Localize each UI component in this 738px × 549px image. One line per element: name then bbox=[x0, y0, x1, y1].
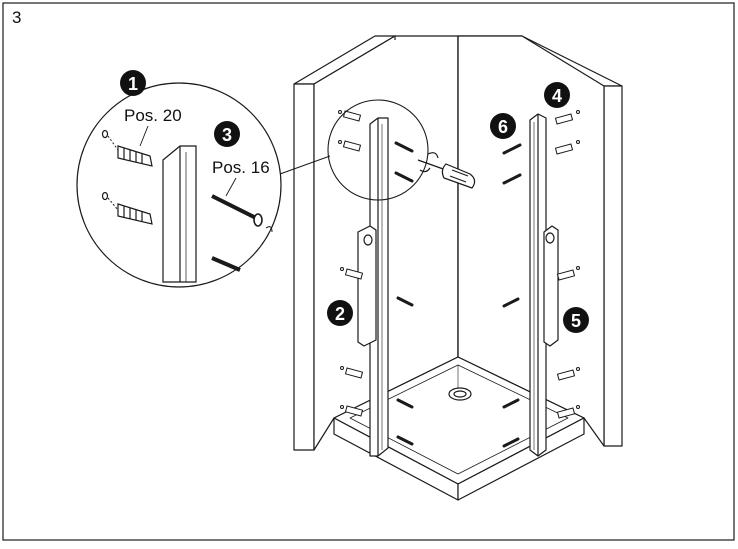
callout-1: 1 bbox=[120, 70, 146, 96]
left-screws bbox=[394, 141, 414, 446]
screw-icon bbox=[502, 437, 520, 448]
step-number: 3 bbox=[12, 8, 22, 27]
screw-icon bbox=[502, 143, 522, 155]
wall-plug-icon bbox=[554, 110, 580, 125]
screw-icon bbox=[502, 297, 520, 308]
screw-icon bbox=[502, 173, 522, 185]
left-wall-fixings bbox=[338, 110, 364, 417]
screw-icon bbox=[502, 398, 520, 409]
wall-plug-icon bbox=[556, 266, 580, 281]
label-pos-16: Pos. 16 bbox=[212, 158, 270, 177]
detail-leader-line bbox=[279, 155, 331, 175]
screw-icon bbox=[396, 435, 414, 446]
wall-plug-icon bbox=[101, 191, 153, 225]
magnified-detail: Pos. 20 Pos. 16 bbox=[76, 82, 282, 288]
screw-icon bbox=[394, 171, 414, 183]
page-border bbox=[2, 2, 735, 541]
wall-plug-icon bbox=[338, 140, 362, 152]
right-wall-fixings bbox=[554, 110, 580, 419]
callout-1-label: 1 bbox=[128, 74, 138, 94]
right-bracket bbox=[543, 225, 559, 347]
wall-plug-icon bbox=[340, 366, 364, 379]
screw-icon bbox=[396, 296, 414, 307]
callout-3: 3 bbox=[214, 121, 240, 147]
callout-6: 6 bbox=[490, 113, 516, 139]
right-screws bbox=[502, 143, 522, 448]
wall-plug-icon bbox=[340, 405, 364, 417]
screw-icon bbox=[396, 398, 414, 409]
callout-3-label: 3 bbox=[222, 125, 232, 145]
callout-5: 5 bbox=[563, 307, 589, 333]
wall-plug-icon bbox=[556, 367, 580, 381]
wall-plug-icon bbox=[338, 110, 362, 122]
wall-plug-icon bbox=[556, 405, 580, 419]
screwdriver-icon bbox=[417, 152, 476, 189]
screw-icon bbox=[211, 194, 263, 227]
callout-5-label: 5 bbox=[571, 311, 581, 331]
screw-icon bbox=[394, 141, 414, 153]
wall-plug-icon bbox=[101, 129, 153, 167]
callout-6-label: 6 bbox=[498, 117, 508, 137]
right-wall-profile bbox=[529, 113, 547, 457]
callout-4: 4 bbox=[544, 82, 570, 108]
detail-marker bbox=[327, 99, 429, 201]
callout-2-label: 2 bbox=[335, 304, 345, 324]
left-bracket bbox=[357, 225, 377, 347]
wall-plug-icon bbox=[340, 267, 364, 280]
left-wall-profile bbox=[369, 117, 389, 457]
wall-plug-icon bbox=[554, 140, 580, 155]
label-pos-20: Pos. 20 bbox=[124, 106, 182, 125]
shower-tray bbox=[333, 356, 585, 501]
callout-4-label: 4 bbox=[552, 86, 562, 106]
screw-icon bbox=[211, 256, 241, 272]
detail-screws bbox=[211, 194, 273, 272]
callout-2: 2 bbox=[327, 300, 353, 326]
